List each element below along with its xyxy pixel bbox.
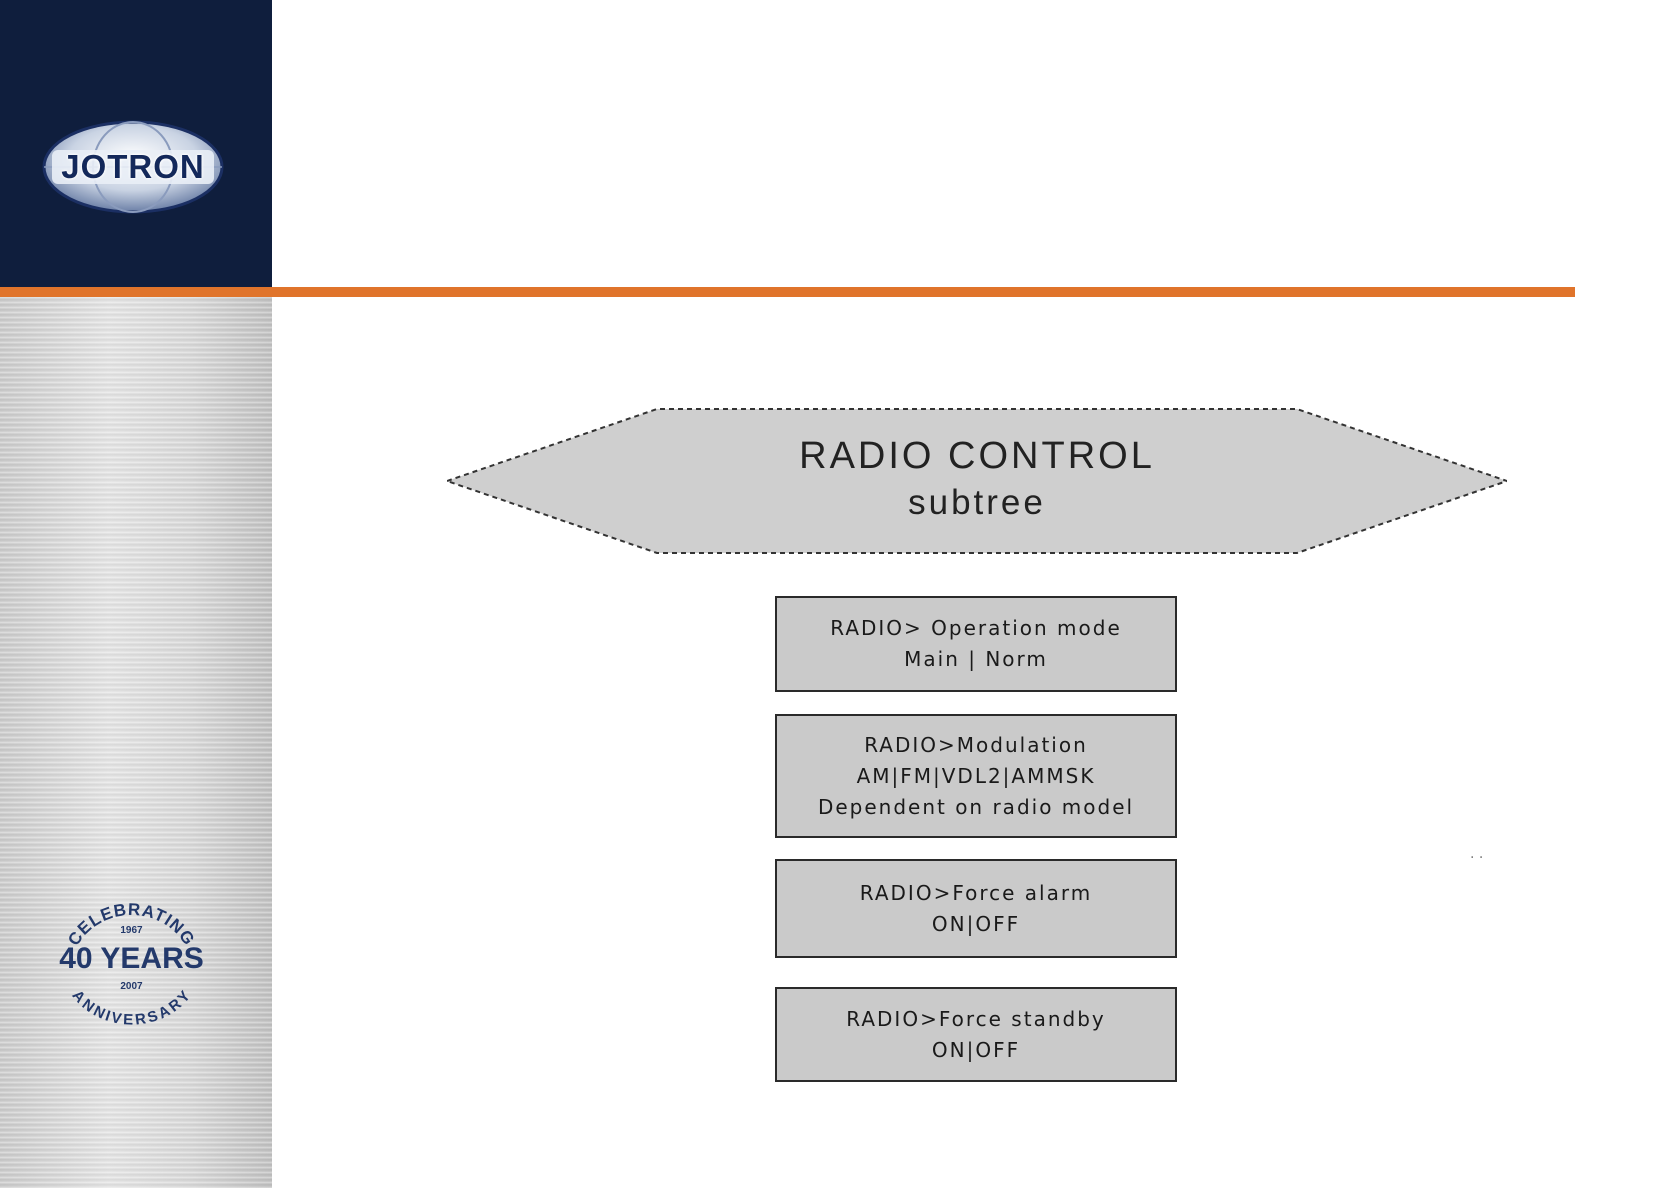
svg-text:ANNIVERSARY: ANNIVERSARY (69, 987, 195, 1029)
seal-bottom-arc: ANNIVERSARY (69, 987, 195, 1029)
jotron-logo: JOTRON (42, 120, 224, 214)
force-alarm-box: RADIO>Force alarm ON|OFF (775, 859, 1177, 958)
operation-mode-box: RADIO> Operation mode Main | Norm (775, 596, 1177, 692)
box-value: ON|OFF (932, 909, 1020, 940)
diagram-subtitle: subtree (447, 483, 1507, 523)
anniversary-seal: CELEBRATING ANNIVERSARY 1967 40 YEARS 20… (54, 895, 209, 1030)
seal-start-year: 1967 (54, 925, 209, 936)
box-label: RADIO>Force standby (846, 1004, 1105, 1035)
modulation-box: RADIO>Modulation AM|FM|VDL2|AMMSK Depend… (775, 714, 1177, 838)
sidebar-brushed-metal-panel (0, 297, 272, 1188)
box-value: AM|FM|VDL2|AMMSK (857, 761, 1096, 792)
logo-wordmark: JOTRON (42, 120, 224, 214)
box-label: RADIO> Operation mode (830, 613, 1122, 644)
box-label: RADIO>Modulation (864, 730, 1088, 761)
force-standby-box: RADIO>Force standby ON|OFF (775, 987, 1177, 1082)
box-value: Main | Norm (904, 644, 1048, 675)
radio-control-hexagon (447, 407, 1507, 555)
diagram-title: RADIO CONTROL (447, 435, 1507, 478)
stray-dots: · · (1470, 850, 1483, 866)
box-value: ON|OFF (932, 1035, 1020, 1066)
seal-main-text: 40 YEARS (54, 942, 209, 976)
header-divider-bar (0, 287, 1575, 297)
box-label: RADIO>Force alarm (860, 878, 1092, 909)
box-note: Dependent on radio model (818, 792, 1134, 823)
seal-end-year: 2007 (54, 981, 209, 992)
